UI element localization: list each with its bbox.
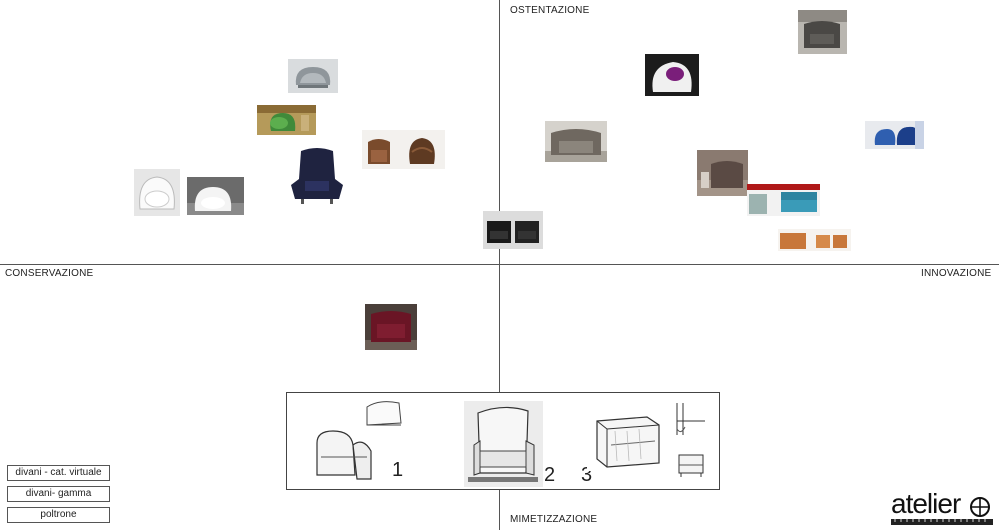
sketch-number-3: 3 xyxy=(581,464,593,486)
logo-text: atelier xyxy=(891,488,961,519)
logo-mark-icon xyxy=(970,497,990,517)
chair-image-black-leather-pair xyxy=(483,211,543,249)
chair-image-grey-curved xyxy=(288,59,338,93)
vertical-axis xyxy=(499,0,500,530)
chair-image-taupe-room xyxy=(697,150,748,196)
sketch-panel: 1 2 3 xyxy=(286,392,720,490)
logo-ruler-icon xyxy=(891,519,993,525)
axis-label-top: OSTENTAZIONE xyxy=(510,5,590,16)
chair-image-white-egg-purple xyxy=(645,54,699,96)
axis-label-bottom: MIMETIZZAZIONE xyxy=(510,514,598,525)
chair-image-burgundy-box xyxy=(365,304,417,350)
sketch-image-1 xyxy=(309,395,409,487)
chair-image-navy-wingback xyxy=(291,145,343,205)
chair-image-orange-pair xyxy=(778,229,851,251)
chair-image-green xyxy=(257,105,316,135)
chair-image-white-club-1 xyxy=(134,169,180,216)
sketch-detail-bottom xyxy=(675,451,707,479)
axis-label-right: INNOVAZIONE xyxy=(921,268,992,279)
chair-image-grey-leather xyxy=(545,121,607,162)
atelier-logo: atelier xyxy=(891,488,993,526)
axis-label-left: CONSERVAZIONE xyxy=(5,268,94,279)
chair-image-brown-pair xyxy=(362,130,445,169)
chair-image-blue-modern xyxy=(865,121,924,149)
legend-item-armchairs: poltrone xyxy=(7,507,110,523)
sketch-detail-top xyxy=(673,401,709,439)
sketch-number-2: 2 xyxy=(544,464,556,486)
sketch-image-2 xyxy=(464,401,543,487)
legend-item-range: divani- gamma xyxy=(7,486,110,502)
legend-item-virtual-catalog: divani - cat. virtuale xyxy=(7,465,110,481)
sketch-image-3 xyxy=(587,401,667,471)
sofa-image-teal xyxy=(747,184,820,216)
chair-image-dark-grey-box xyxy=(798,10,847,54)
horizontal-axis xyxy=(0,264,999,265)
chair-image-white-club-2 xyxy=(187,177,244,215)
sketch-number-1: 1 xyxy=(392,459,404,481)
